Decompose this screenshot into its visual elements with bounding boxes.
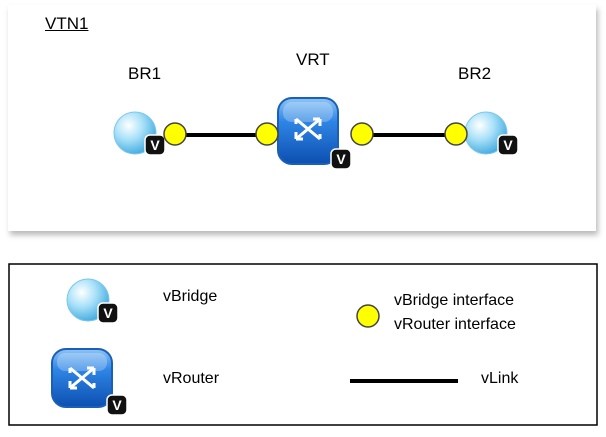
interface-dot-icon[interactable] [350, 122, 374, 146]
legend-interface-label-1: vBridge interface [394, 292, 515, 309]
legend-interface-label-2: vRouter interface [394, 316, 516, 333]
legend-vbridge-label: vBridge [163, 288, 218, 305]
legend-vrouter-icon [51, 348, 128, 416]
node-label-br2: BR2 [458, 64, 492, 83]
vtn-title: VTN1 [45, 14, 89, 33]
legend-vlink-label: vLink [481, 370, 519, 387]
vbridge-br1-icon[interactable] [113, 111, 166, 156]
legend-interface-dot-icon [356, 304, 380, 328]
interface-dot-icon[interactable] [444, 122, 468, 146]
vrouter-vrt-icon[interactable] [277, 97, 352, 170]
interface-dot-icon[interactable] [255, 122, 279, 146]
interface-dot-icon[interactable] [163, 122, 187, 146]
legend-vrouter-label: vRouter [163, 370, 220, 387]
legend-vbridge-icon [66, 278, 119, 324]
node-label-vrt: VRT [296, 50, 330, 69]
node-label-br1: BR1 [128, 64, 162, 83]
